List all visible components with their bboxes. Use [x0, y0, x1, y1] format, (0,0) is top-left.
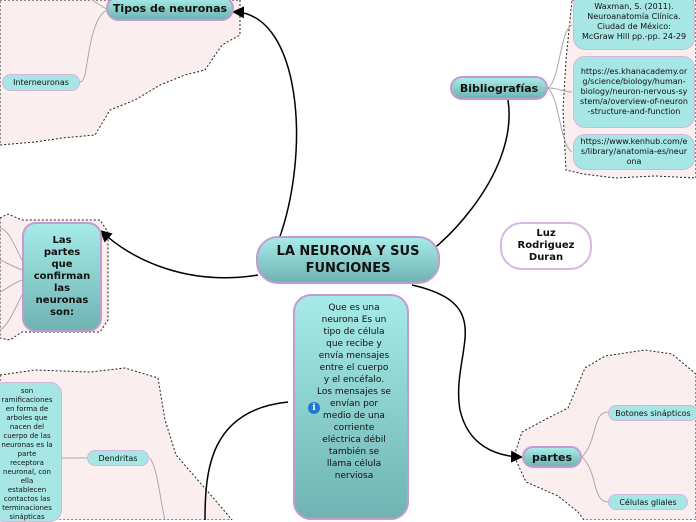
branch-partes-1 [0, 227, 23, 261]
branch-tipos-2 [79, 9, 109, 83]
info-icon[interactable]: i [308, 402, 320, 414]
subtopic-interneuronas-label: Interneuronas [13, 78, 69, 87]
connector-to-tipos [232, 6, 298, 243]
topic-partes-label: partes [532, 450, 572, 464]
topic-tipos-de-neuronas[interactable]: Tipos de neuronas [106, 0, 234, 21]
connector-to-bibliografias [408, 99, 510, 265]
branch-tipos-1 [91, 0, 109, 11]
topic-bibliografias[interactable]: Bibliografías [450, 76, 548, 100]
branch-bib-1 [547, 24, 573, 89]
dendritas-description-text: son ramificaciones en forma de arboles q… [1, 387, 53, 521]
branch-partes-4 [0, 294, 23, 331]
branch-partes-3 [0, 279, 23, 293]
subtopic-dendritas-label: Dendritas [98, 453, 138, 463]
branch-botones [581, 411, 609, 458]
branch-partes-2 [0, 259, 23, 271]
branch-dendritas [149, 457, 166, 520]
topic-partes[interactable]: partes [522, 446, 582, 468]
author-node[interactable]: Luz Rodriguez Duran [500, 222, 592, 270]
subtopic-botones-sinapticos[interactable]: Botones sinápticos [608, 405, 696, 421]
dendritas-description[interactable]: son ramificaciones en forma de arboles q… [0, 382, 62, 522]
central-topic[interactable]: LA NEURONA Y SUS FUNCIONES [256, 236, 440, 284]
bibliography-item-2[interactable]: https://es.khanacademy.org/science/biolo… [573, 56, 695, 128]
region-tipos [0, 0, 241, 146]
topic-bibliografias-label: Bibliografías [459, 81, 539, 95]
connector-to-dendritas-area [204, 401, 289, 520]
branch-bib-3 [547, 87, 573, 153]
bibliography-item-1[interactable]: Waxman, S. (2011). Neuroanatomía Clínica… [573, 0, 695, 50]
branch-bib-2 [547, 87, 573, 93]
connector-to-partes-left [99, 229, 259, 279]
bibliography-item-1-text: Waxman, S. (2011). Neuroanatomía Clínica… [581, 2, 687, 41]
bibliography-item-3-text: https://www.kenhub.com/es/library/anatom… [580, 137, 688, 166]
bibliography-item-3[interactable]: https://www.kenhub.com/es/library/anatom… [573, 134, 695, 170]
topic-tipos-label: Tipos de neuronas [112, 2, 228, 15]
branch-glia [581, 456, 609, 503]
topic-las-partes-label: Las partes que confirman las neuronas so… [33, 235, 91, 318]
region-partes-right [513, 349, 696, 520]
connector-to-partes-right [411, 284, 523, 463]
author-label: Luz Rodriguez Duran [517, 228, 575, 263]
bibliography-item-2-text: https://es.khanacademy.org/science/biolo… [580, 67, 688, 116]
subtopic-celulas-gliales-label: Células gliales [619, 497, 677, 507]
subtopic-celulas-gliales[interactable]: Células gliales [608, 494, 688, 510]
subtopic-botones-label: Botones sinápticos [615, 408, 691, 418]
definition-text: Que es una neurona Es un tipo de célula … [317, 303, 391, 481]
subtopic-interneuronas[interactable]: Interneuronas [2, 74, 80, 91]
topic-las-partes[interactable]: Las partes que confirman las neuronas so… [22, 222, 102, 332]
central-topic-label: LA NEURONA Y SUS FUNCIONES [276, 244, 420, 276]
subtopic-dendritas[interactable]: Dendritas [87, 450, 149, 466]
